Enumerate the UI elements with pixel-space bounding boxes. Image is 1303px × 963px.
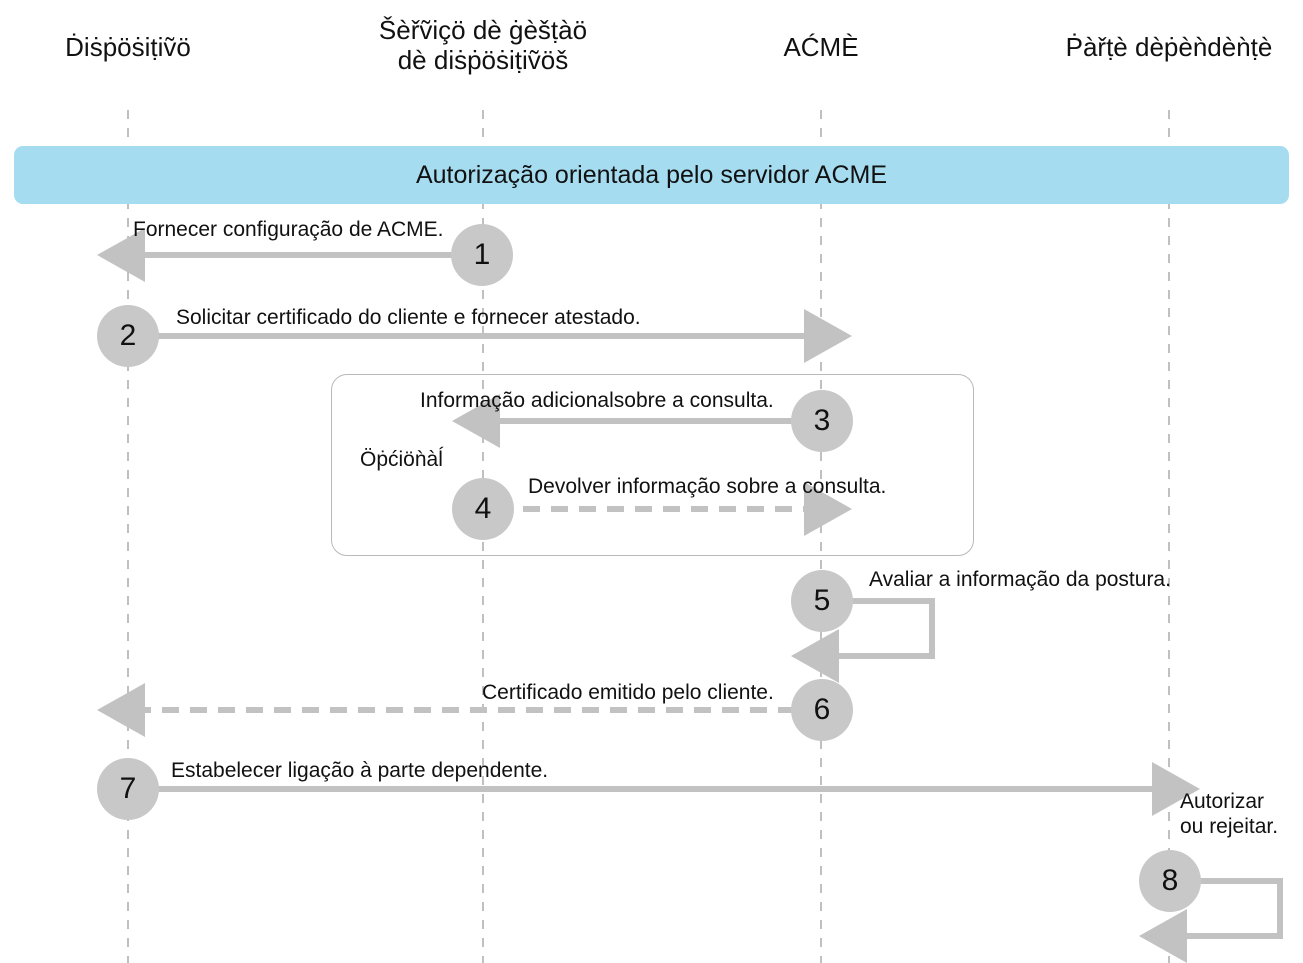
message-label-1: Fornecer configuração de ACME.: [133, 218, 444, 241]
message-label-5: Avaliar a informação da postura.: [869, 568, 1171, 591]
arrow-step-5-self: [791, 598, 935, 683]
optional-fragment-box: [331, 374, 974, 556]
lifeline-header-device: Ḋiṡṗöṡiṭiṽö: [65, 32, 191, 62]
step-badge-8[interactable]: 8: [1139, 850, 1201, 912]
optional-fragment-label: Öṗćiöǹàĺ: [360, 448, 443, 471]
phase-banner-label: Autorização orientada pelo servidor ACME: [415, 160, 888, 189]
lifelines-group: [127, 110, 1170, 963]
arrow-step-8-self: [1139, 878, 1283, 963]
step-badge-1[interactable]: 1: [451, 224, 513, 286]
step-badge-4[interactable]: 4: [452, 478, 514, 540]
step-badge-6[interactable]: 6: [791, 679, 853, 741]
message-label-3: Informação adicionalsobre a consulta.: [420, 389, 774, 412]
step-badge-7[interactable]: 7: [97, 758, 159, 820]
message-label-7: Estabelecer ligação à parte dependente.: [171, 759, 549, 782]
lifeline-header-rp: Ṗàřṭè dèṗèǹdèǹṭè: [1065, 32, 1273, 62]
phase-banner: Autorização orientada pelo servidor ACME: [14, 146, 1289, 204]
lifeline-header-dms: Šèřṽiçö dè ġèšṭàö dè diṡṗöṡiṭiṽöš: [378, 15, 588, 75]
message-label-8: Autorizar ou rejeitar.: [1180, 790, 1279, 838]
message-label-4: Devolver informação sobre a consulta.: [528, 475, 887, 498]
step-badge-3[interactable]: 3: [791, 390, 853, 452]
message-label-2: Solicitar certificado do cliente e forne…: [176, 306, 641, 329]
message-label-6: Certificado emitido pelo cliente.: [482, 681, 774, 704]
step-badge-5[interactable]: 5: [791, 570, 853, 632]
step-badge-2[interactable]: 2: [97, 305, 159, 367]
lifeline-header-acme: AĆMÈ: [783, 32, 859, 62]
